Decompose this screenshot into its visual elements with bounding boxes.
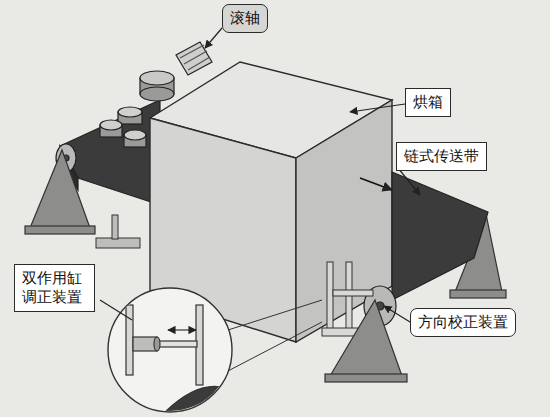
- workpieces: [140, 87, 174, 101]
- left-stand: [25, 150, 95, 234]
- right-stand: [325, 374, 407, 382]
- left-stand: [30, 150, 90, 228]
- left-bracket: [96, 215, 140, 248]
- leader-lines: [205, 28, 222, 48]
- label-text: 烘箱: [413, 93, 443, 112]
- inset-leader: [228, 300, 322, 330]
- inset-leader: [226, 300, 322, 372]
- belt-right: [360, 178, 392, 190]
- workpieces: [118, 107, 142, 117]
- inset: [126, 305, 133, 375]
- workpieces: [140, 71, 174, 85]
- left-bracket: [112, 215, 118, 239]
- leader-lines: [100, 28, 420, 322]
- inset: [168, 329, 196, 330]
- label-text: 双作用缸 调正装置: [22, 269, 87, 307]
- inset: [160, 386, 240, 417]
- right-stand: [330, 300, 402, 376]
- belt-right: [360, 172, 488, 300]
- correction-device: [327, 262, 333, 332]
- workpieces: [100, 120, 122, 130]
- belt-right: [392, 172, 488, 300]
- left-stand: [25, 226, 95, 234]
- part-label: 链式传送带: [396, 142, 487, 171]
- part-label: 烘箱: [405, 88, 451, 117]
- leader-lines: [100, 300, 132, 320]
- leader-lines: [384, 306, 410, 322]
- inset-leader: [226, 322, 322, 372]
- inset: [157, 341, 197, 347]
- part-label: 方向校正装置: [410, 308, 516, 337]
- correction-device: [346, 262, 352, 332]
- part-label: 双作用缸 调正装置: [14, 264, 95, 312]
- label-text: 方向校正装置: [418, 313, 508, 332]
- inset: [154, 337, 160, 351]
- leader-lines: [398, 168, 420, 195]
- workpieces: [124, 130, 146, 140]
- roller-shaft: [180, 45, 210, 70]
- leader-lines: [350, 104, 405, 112]
- part-label: 滚轴: [222, 4, 268, 33]
- label-text: 滚轴: [230, 9, 260, 28]
- correction-device: [322, 328, 358, 336]
- label-text: 链式传送带: [404, 147, 479, 166]
- inset: [108, 288, 240, 417]
- correction-device: [333, 290, 373, 296]
- inset: [108, 288, 232, 412]
- back-stand: [450, 290, 506, 298]
- inset: [126, 305, 240, 417]
